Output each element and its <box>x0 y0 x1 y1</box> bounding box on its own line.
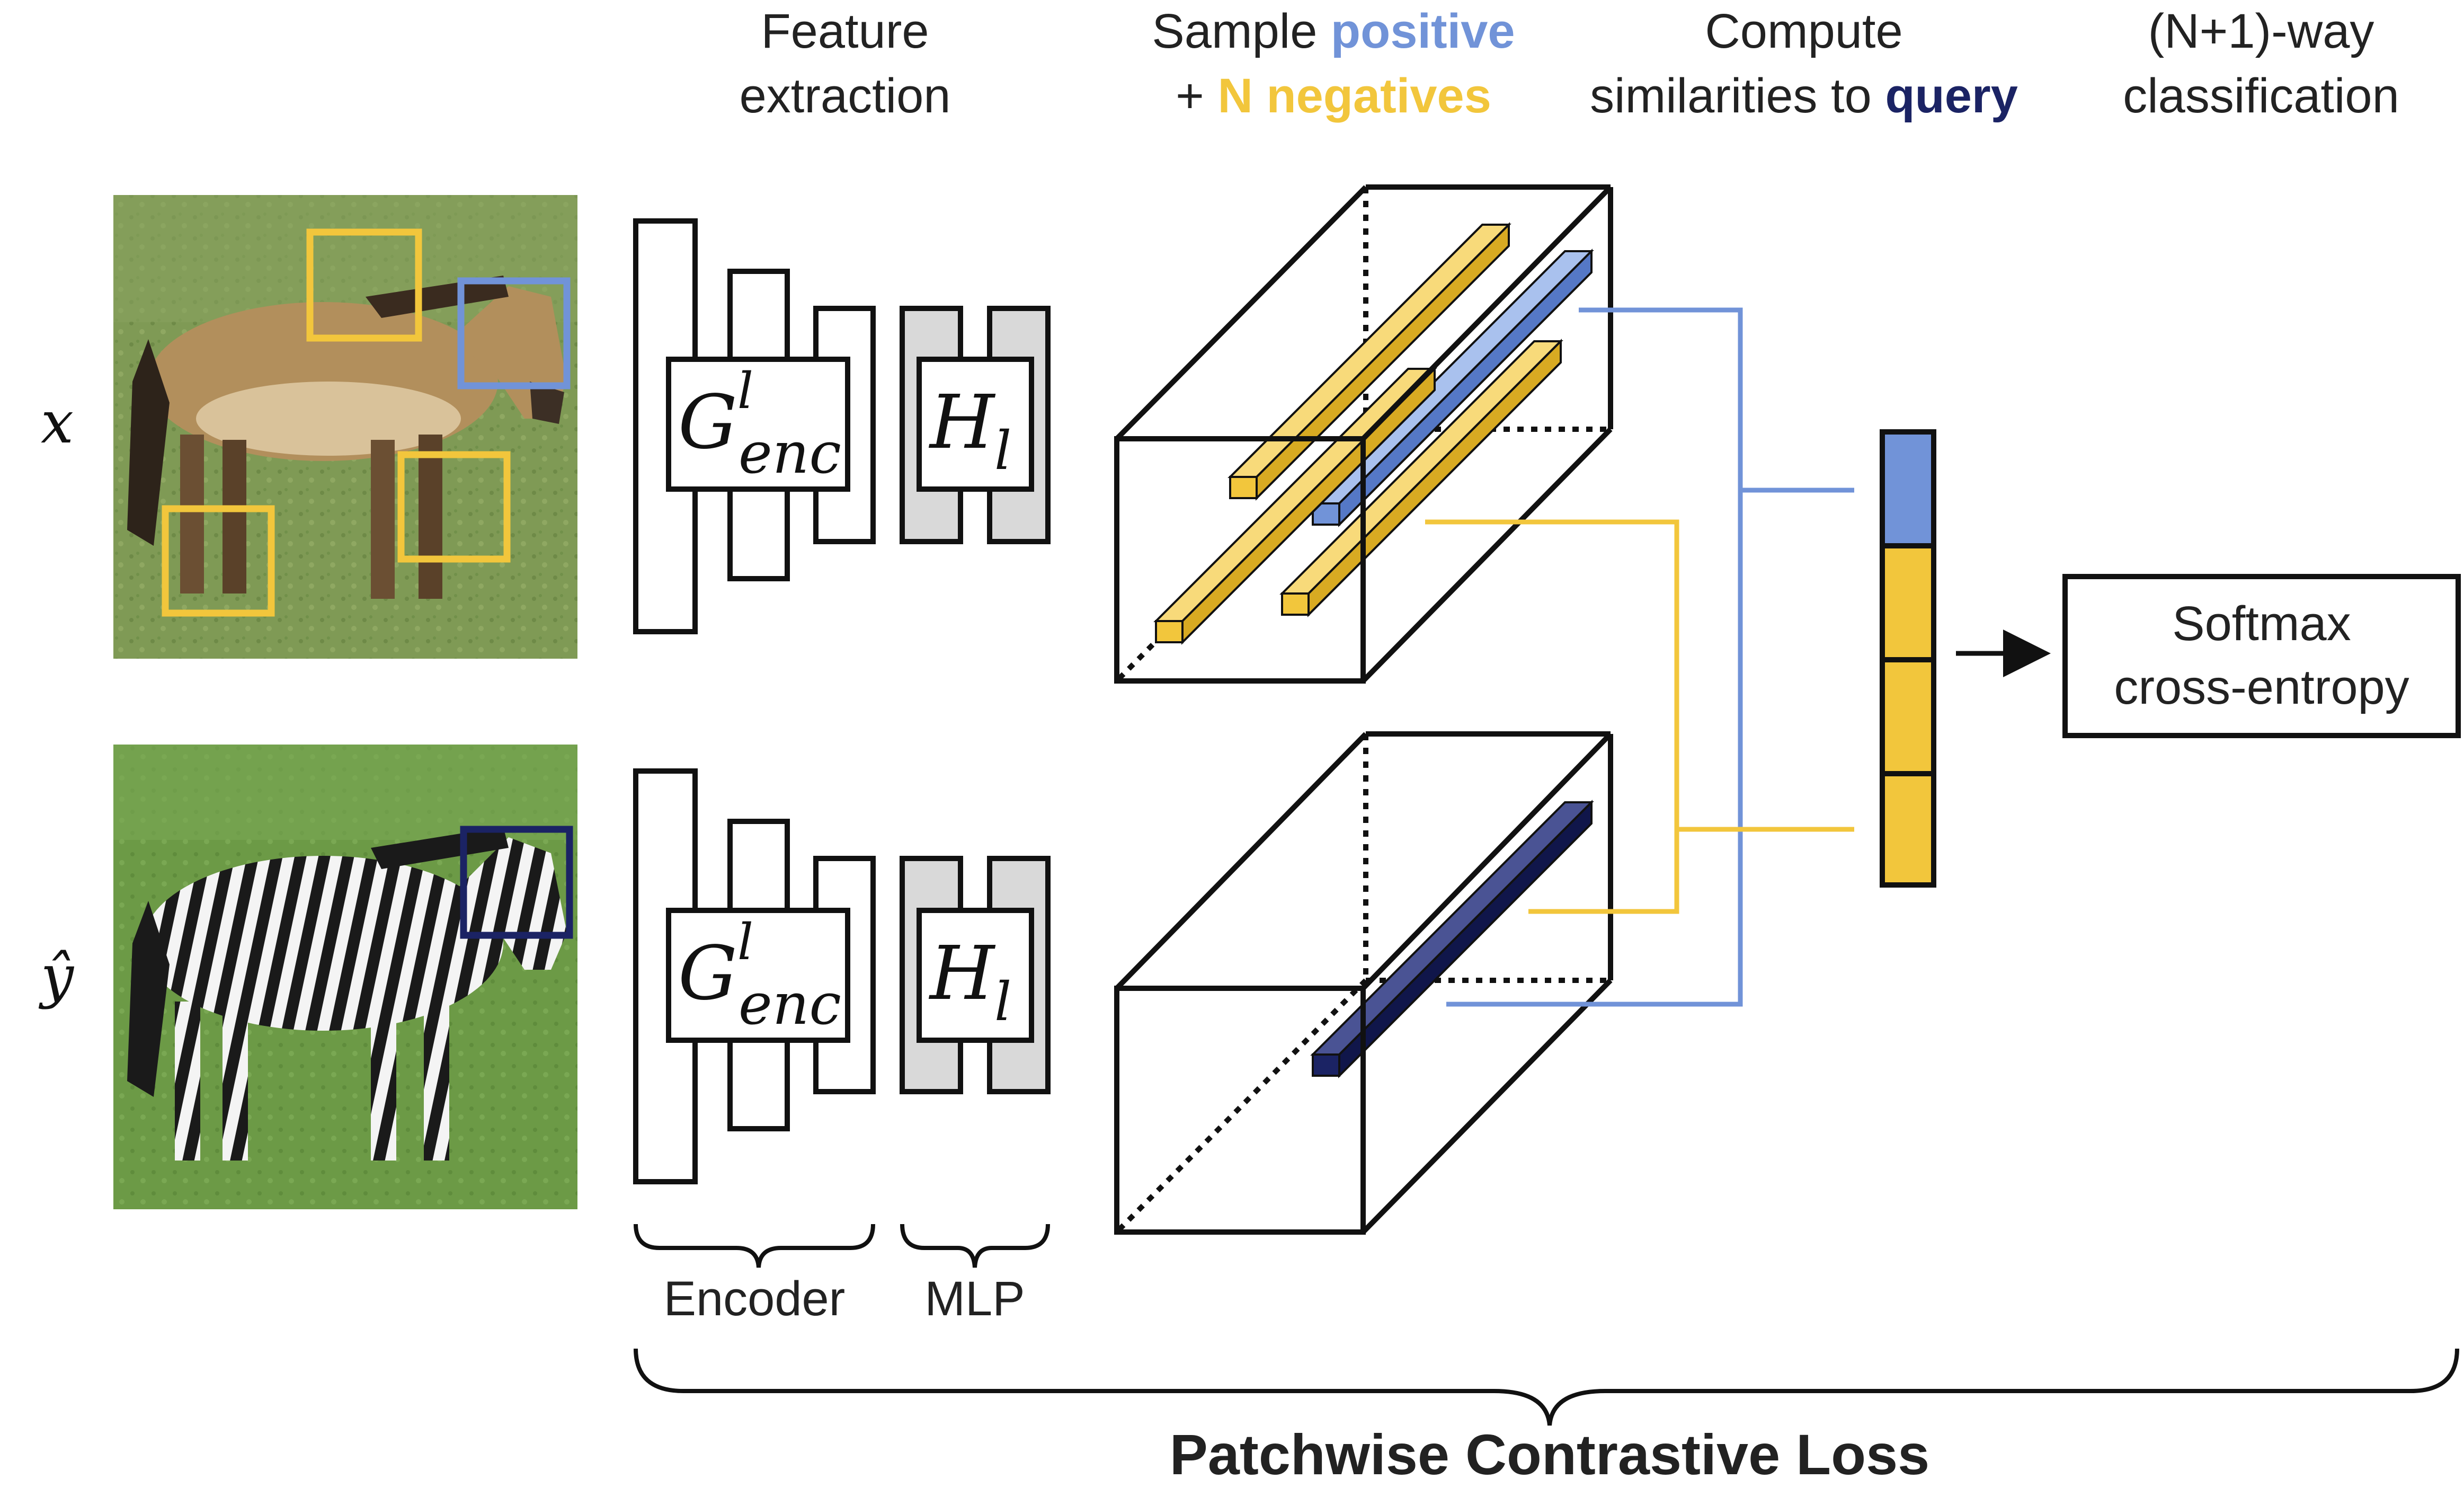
header-class-line1: (N+1)-way <box>2148 4 2374 58</box>
bottom-mlp-symbol: Hl <box>928 931 1011 1033</box>
query-patch <box>460 826 573 939</box>
similarity-negative-cell-1 <box>1880 543 1936 662</box>
similarity-vector <box>1880 429 1936 888</box>
row-label-x: x <box>41 388 74 456</box>
bottom-encoder <box>633 768 876 1184</box>
header-class-line2: classification <box>2123 69 2399 123</box>
softmax-line1: Softmax <box>2172 597 2351 651</box>
row-label-y-hat: ŷ <box>38 942 75 1010</box>
header-sample: Sample positive + N negatives <box>1152 4 1515 123</box>
similarity-negative-cell-3 <box>1880 771 1936 888</box>
top-mlp-symbol: Hl <box>928 379 1011 482</box>
header-feature-line2: extraction <box>740 69 951 123</box>
encoder-brace <box>634 1224 875 1268</box>
bottom-mlp-label-box <box>917 908 1034 1043</box>
negative-patch-1 <box>306 228 422 342</box>
bottom-title: Patchwise Contrastive Loss <box>1170 1422 1929 1486</box>
header-feature-extraction: Feature extraction <box>740 4 951 123</box>
negative-feature-1 <box>1227 222 1511 501</box>
top-mlp-label-box <box>917 357 1034 492</box>
top-encoder-label-box <box>666 357 850 492</box>
negative-patch-3 <box>162 505 275 617</box>
negative-connector <box>1425 519 1854 914</box>
header-compute-line2: similarities to query <box>1590 69 2018 123</box>
loss-brace <box>634 1348 2459 1426</box>
encoder-brace-label: Encoder <box>664 1272 846 1326</box>
query-highlight: query <box>1885 69 2018 123</box>
header-feature-line1: Feature <box>761 4 929 58</box>
negatives-highlight: N negatives <box>1217 69 1491 123</box>
negative-patch-2 <box>397 451 511 563</box>
top-feature-cube <box>1114 184 1613 684</box>
zebra-image <box>113 745 577 1209</box>
header-compute: Compute similarities to query <box>1590 4 2018 123</box>
header-sample-line1: Sample positive <box>1152 4 1515 58</box>
horse-image <box>113 195 577 659</box>
similarity-positive-cell <box>1880 429 1936 548</box>
bottom-encoder-label-box <box>666 908 850 1043</box>
query-feature <box>1310 800 1594 1078</box>
mlp-brace <box>900 1224 1050 1268</box>
positive-patch <box>457 277 571 389</box>
header-sample-line2: + N negatives <box>1176 69 1491 123</box>
bottom-feature-cube <box>1114 731 1613 1235</box>
header-compute-line1: Compute <box>1705 4 1902 58</box>
positive-connector <box>1446 307 1854 1007</box>
positive-highlight: positive <box>1331 4 1515 58</box>
negative-feature-2 <box>1279 339 1563 617</box>
mlp-brace-label: MLP <box>924 1272 1025 1326</box>
softmax-line2: cross-entropy <box>2114 660 2409 714</box>
softmax-box <box>2062 574 2461 738</box>
header-classification: (N+1)-way classification <box>2123 4 2399 123</box>
similarity-negative-cell-2 <box>1880 657 1936 776</box>
